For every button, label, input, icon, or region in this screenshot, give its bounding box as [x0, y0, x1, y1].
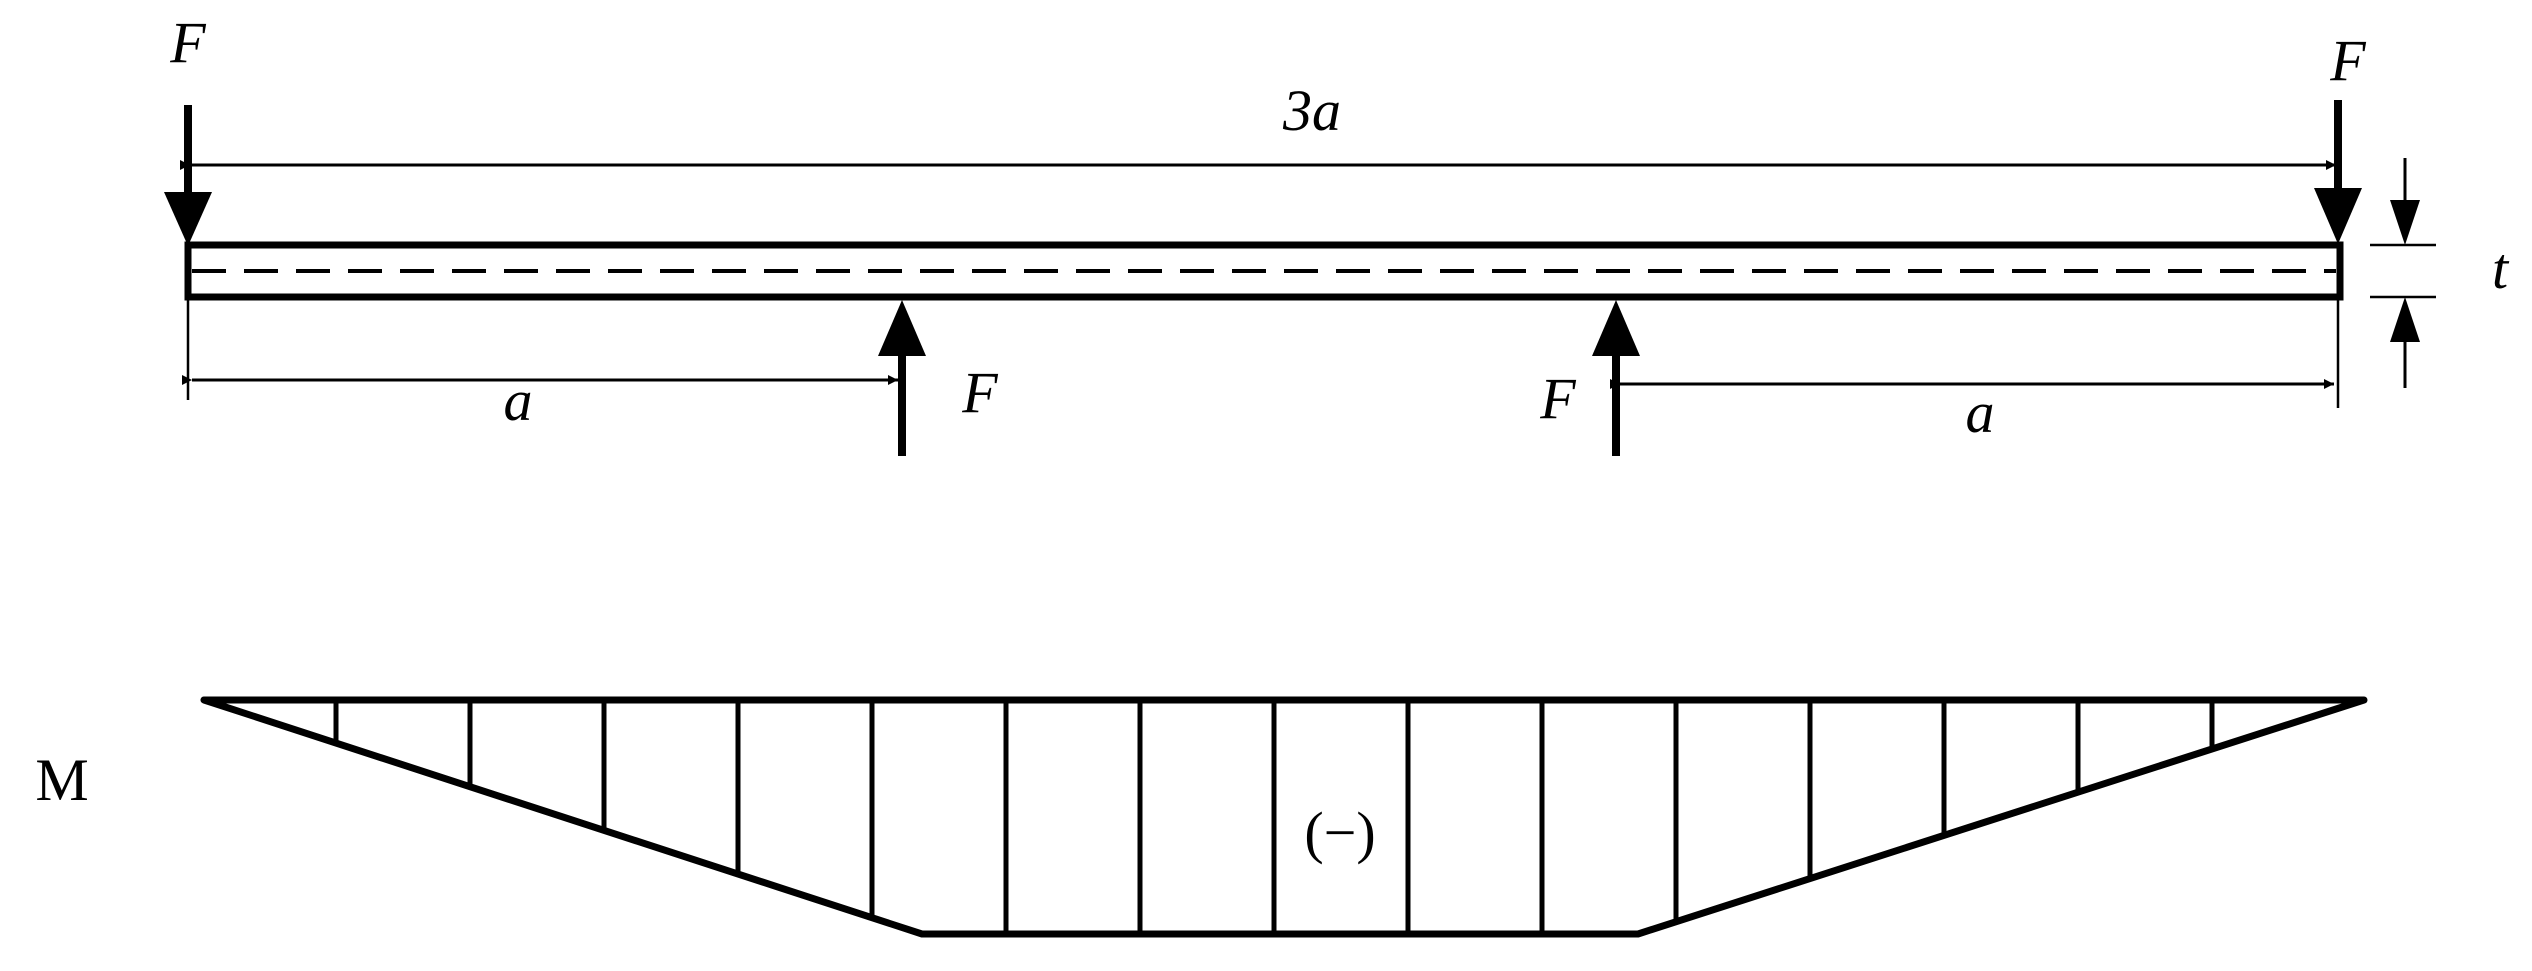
- total-length-label: 3a: [1282, 78, 1341, 143]
- dimension-thickness: [2370, 158, 2436, 388]
- beam-outline: [184, 241, 2344, 301]
- force-label-left: F: [169, 10, 206, 75]
- arrow-down-icon: [2314, 188, 2362, 244]
- load-left-down: [164, 105, 212, 246]
- load-right-down: [2314, 100, 2362, 244]
- left-span-label: a: [504, 368, 533, 433]
- support-right-up: [1592, 300, 1640, 456]
- beam: [184, 241, 2344, 301]
- arrow-down-icon: [2390, 200, 2420, 245]
- arrow-up-icon: [2390, 297, 2420, 342]
- dimension-right-span: [1610, 300, 2340, 408]
- force-label-support-left: F: [961, 360, 998, 425]
- arrow-up-icon: [1592, 300, 1640, 356]
- moment-diagram-hatching: [333, 700, 2215, 934]
- moment-diagram: [200, 696, 2368, 938]
- moment-axis-label: M: [35, 747, 88, 813]
- arrow-down-icon: [164, 192, 212, 246]
- force-label-right: F: [2329, 28, 2366, 93]
- moment-diagram-outline: [200, 696, 2368, 938]
- dimension-left-span: [182, 300, 898, 400]
- arrow-up-icon: [878, 300, 926, 356]
- support-left-up: [878, 300, 926, 456]
- force-label-support-right: F: [1539, 366, 1576, 431]
- thickness-label: t: [2492, 236, 2510, 301]
- moment-sign-label: (−): [1304, 800, 1375, 865]
- right-span-label: a: [1966, 380, 1995, 445]
